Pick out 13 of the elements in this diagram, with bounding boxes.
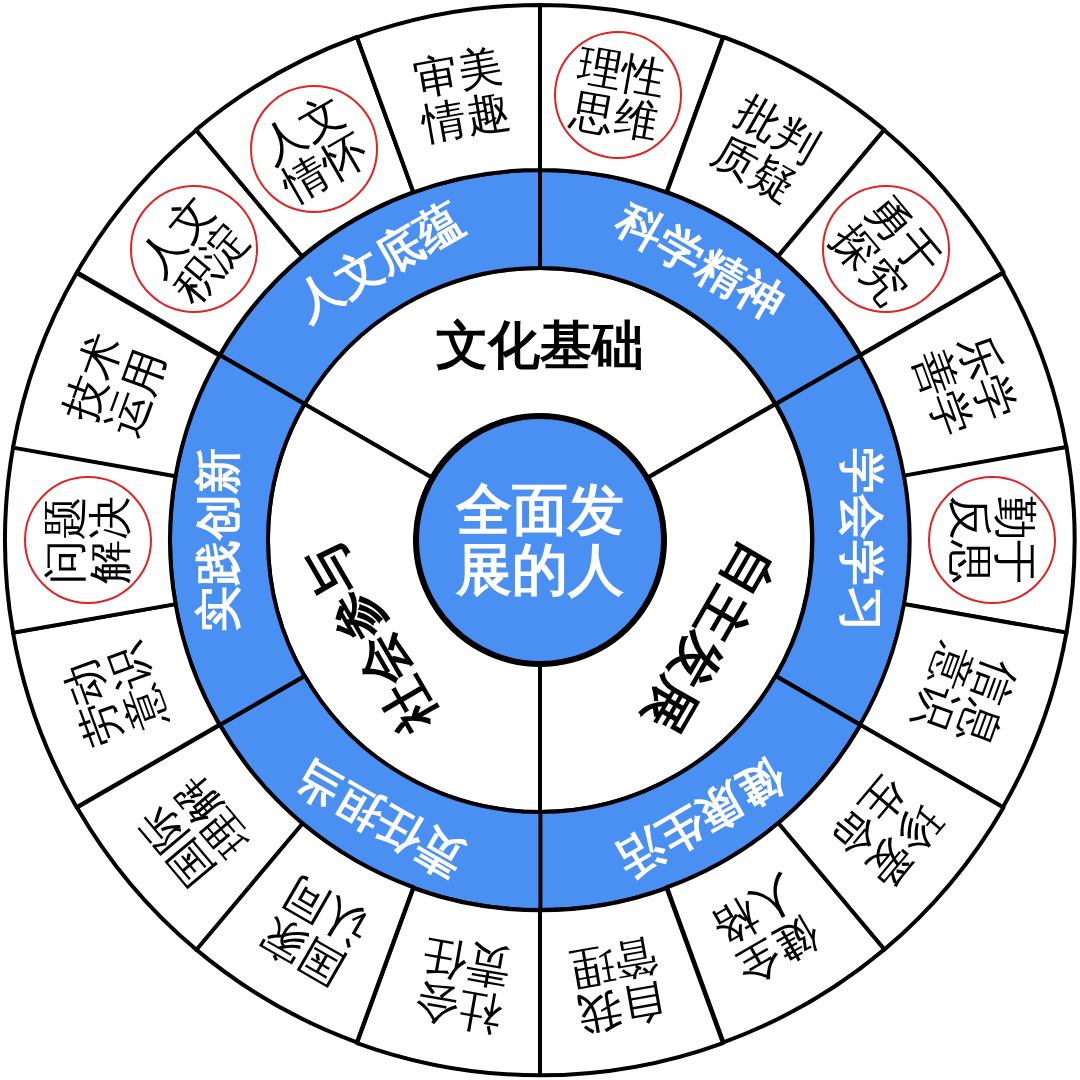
segment-label: 信息意识: [904, 635, 1025, 755]
segment-label: 劳动意识: [55, 635, 176, 755]
segment-label: 乐学善学: [904, 326, 1025, 446]
segment-label: 实践创新: [193, 448, 243, 632]
segment-label: 社会责任: [408, 931, 515, 1039]
segment-label: 审美情趣: [408, 40, 515, 149]
segment-label: 技术运用: [55, 326, 176, 446]
center-label: 全面发展的人: [454, 479, 625, 601]
segment-label: 自主发展: [633, 533, 785, 742]
segment-label: 自我管理: [565, 931, 672, 1039]
segment-label: 学会学习: [837, 448, 887, 632]
segment-label: 文化基础: [436, 317, 644, 373]
segment-label: 社会参与: [295, 533, 447, 742]
